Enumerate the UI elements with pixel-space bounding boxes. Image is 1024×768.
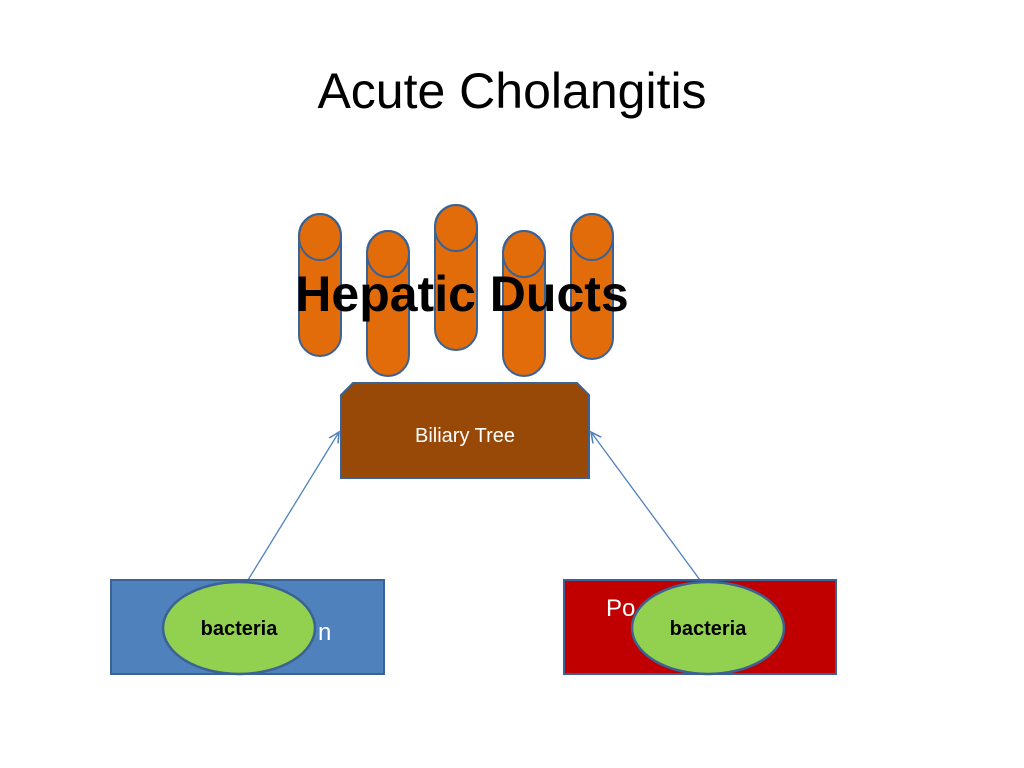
biliary-tree-label: Biliary Tree xyxy=(415,425,515,447)
right-arrow xyxy=(591,432,701,581)
hepatic-duct-group xyxy=(298,204,614,377)
hepatic-duct-5 xyxy=(570,213,614,360)
bacteria-label-left: bacteria xyxy=(201,618,279,640)
hepatic-ducts-label: Hepatic Ducts xyxy=(295,266,628,322)
left-box-label: n xyxy=(318,619,331,646)
hepatic-duct-4 xyxy=(502,230,546,377)
left-arrow xyxy=(247,432,339,581)
biliary-tree-box: Biliary Tree xyxy=(340,382,590,479)
slide-title: Acute Cholangitis xyxy=(317,63,707,119)
hepatic-duct-1 xyxy=(298,213,342,357)
bacteria-oval-right: bacteria xyxy=(630,580,786,676)
bacteria-label-right: bacteria xyxy=(670,618,748,640)
bacteria-oval-left: bacteria xyxy=(161,580,317,676)
hepatic-duct-3 xyxy=(434,204,478,351)
hepatic-duct-2 xyxy=(366,230,410,377)
